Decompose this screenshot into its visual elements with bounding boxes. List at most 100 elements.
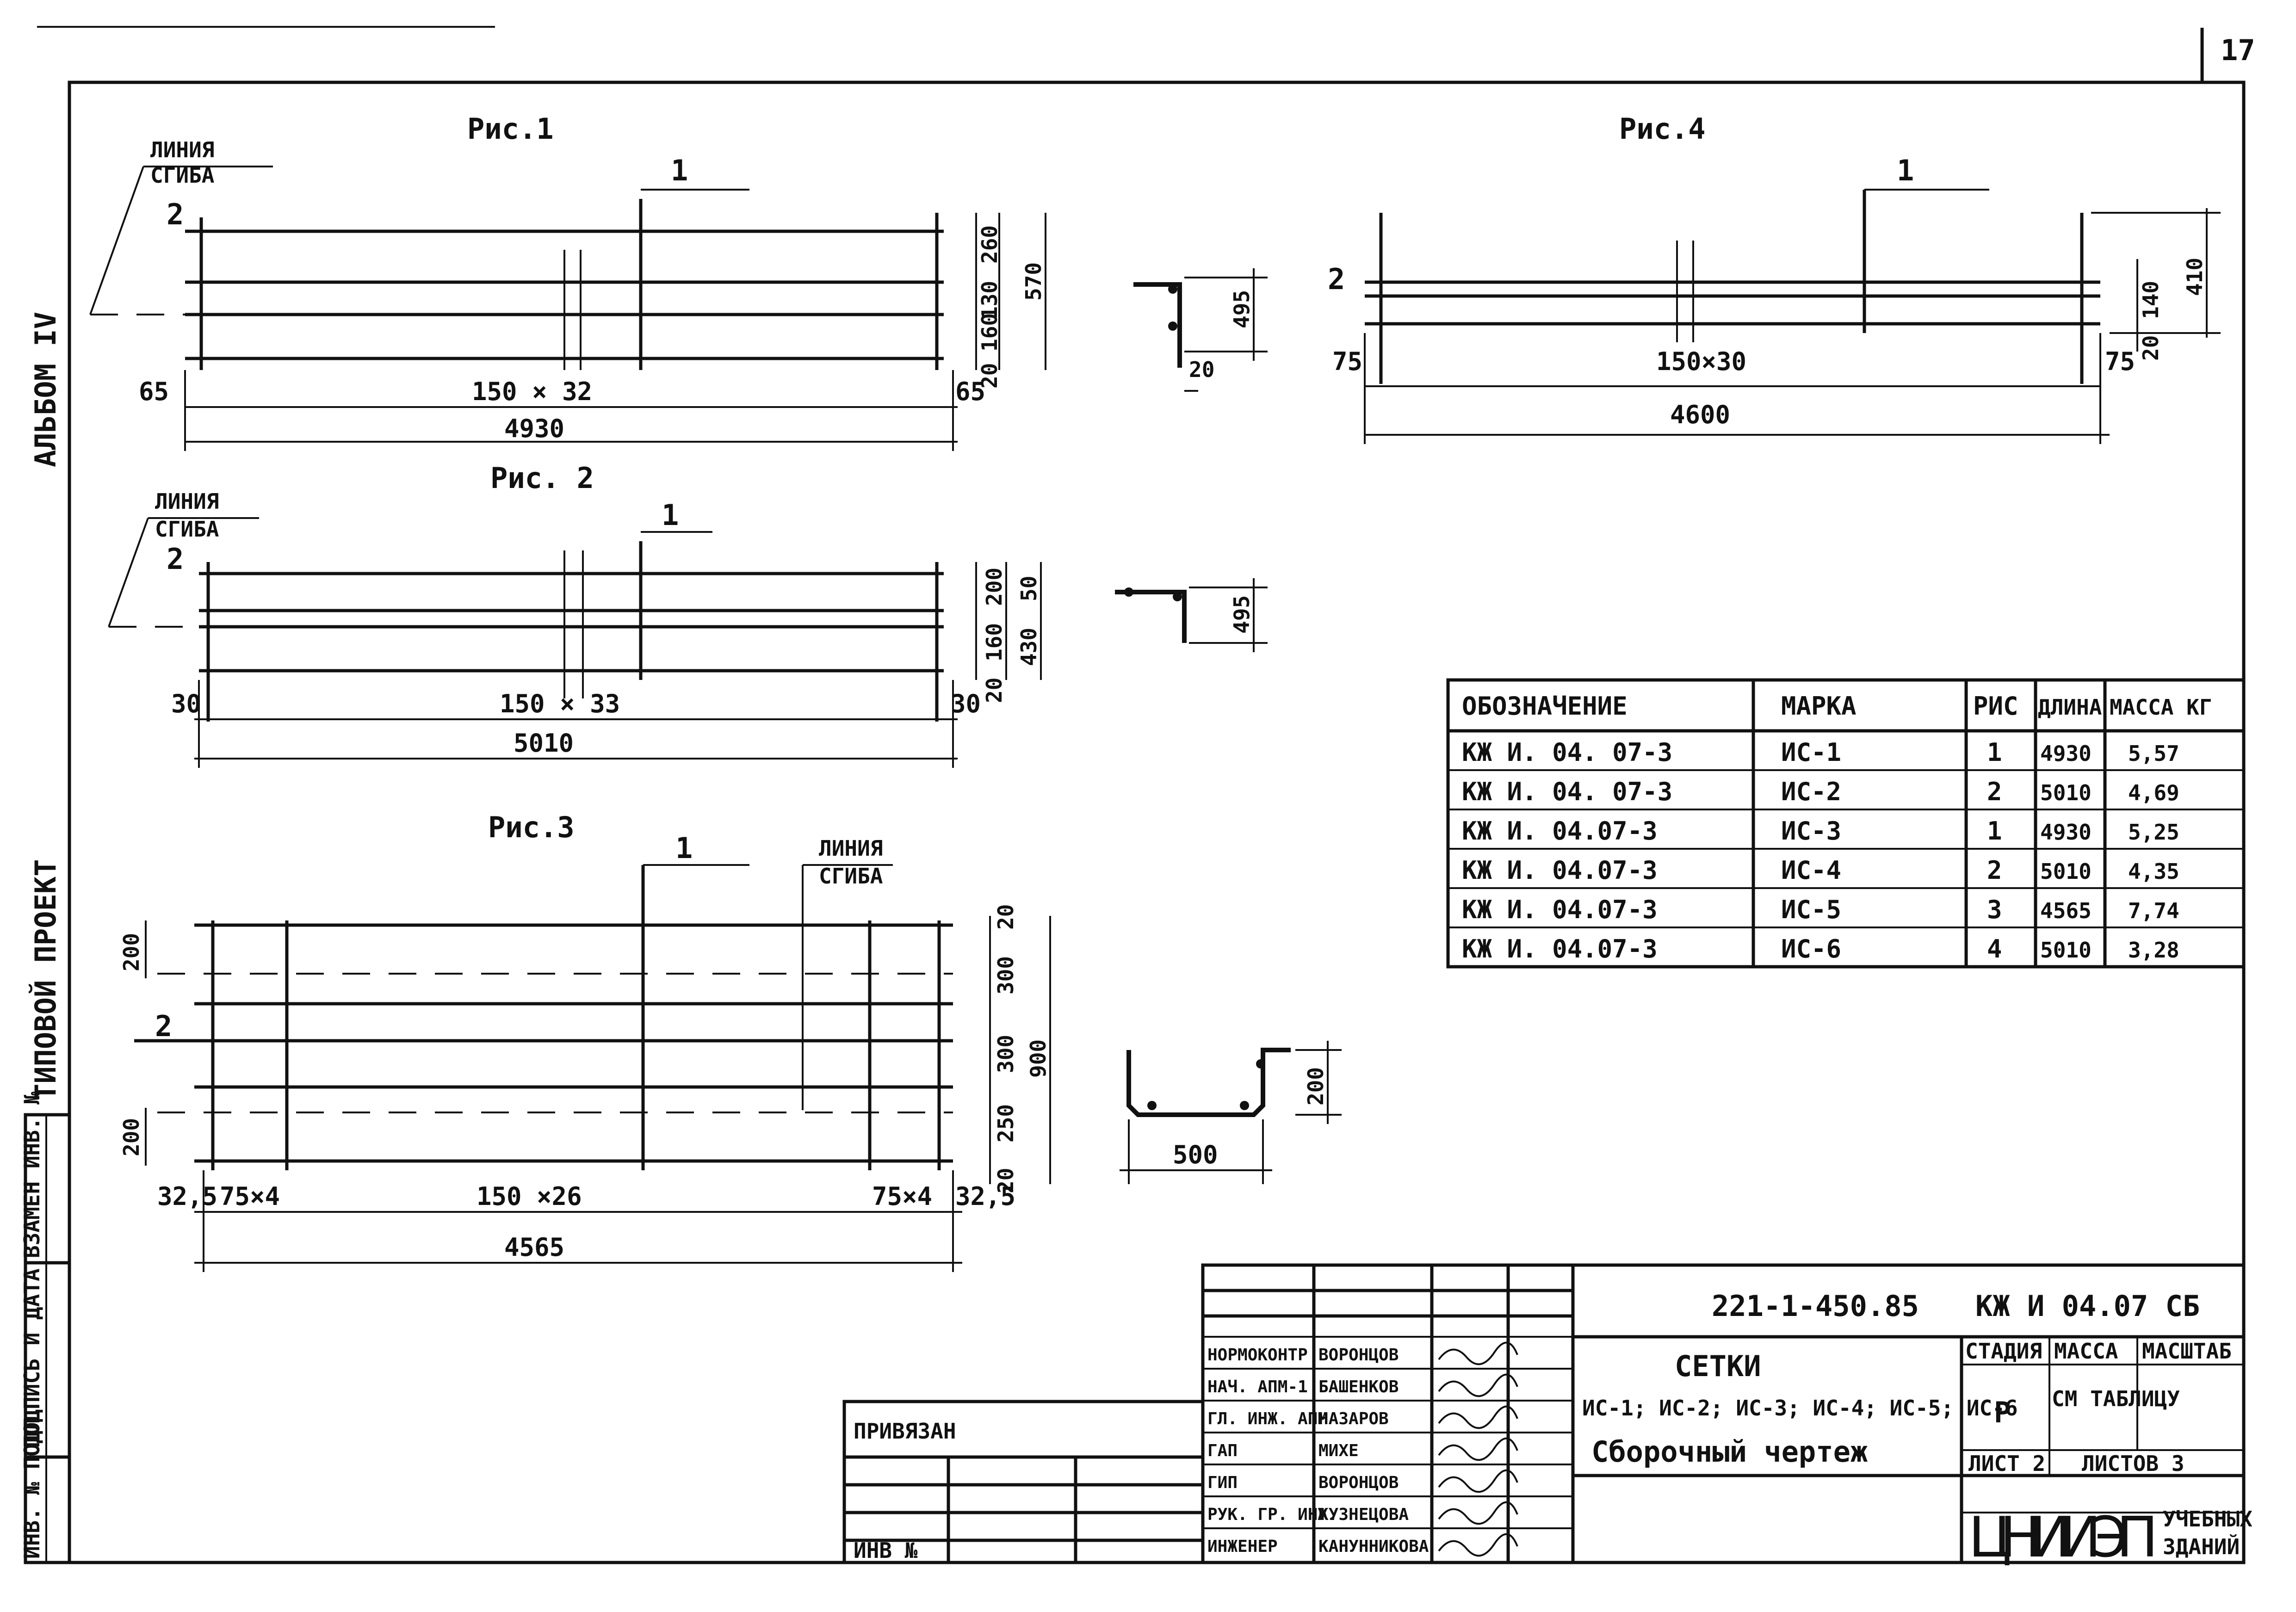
scale-header: МАСШТАБ bbox=[2142, 1339, 2232, 1364]
fig4-callout-2: 2 bbox=[1328, 262, 1345, 296]
signature-scribble bbox=[1438, 1341, 1518, 1365]
sheets-label: ЛИСТОВ 3 bbox=[2082, 1451, 2185, 1476]
spec-cell: 2 bbox=[1987, 856, 2002, 885]
fig1-dim-total: 4930 bbox=[504, 414, 564, 443]
sheet-label: ЛИСТ 2 bbox=[1968, 1451, 2045, 1476]
fig2-dim-h2: 160 bbox=[982, 623, 1007, 661]
signature-scribble bbox=[1438, 1373, 1518, 1397]
signoff-role: ГЛ. ИНЖ. АПМ bbox=[1207, 1409, 1328, 1428]
spec-cell: 4930 bbox=[2040, 741, 2092, 766]
spec-cell: 7,74 bbox=[2128, 898, 2179, 923]
section-2-bar-dot bbox=[1173, 592, 1182, 601]
project-label: ТИПОВОЙ ПРОЕКТ bbox=[29, 859, 62, 1101]
stamp-replaced-inv: ВЗАМЕН ИНВ. № bbox=[19, 1092, 44, 1258]
section-3-profile bbox=[1126, 1048, 1291, 1117]
spec-cell: ИС-2 bbox=[1781, 777, 1841, 806]
spec-cell: КЖ И. 04.07-3 bbox=[1462, 934, 1658, 963]
spec-header-designation: ОБОЗНАЧЕНИЕ bbox=[1462, 692, 1628, 721]
signoff-role: НАЧ. АПМ-1 bbox=[1207, 1377, 1308, 1396]
fig3-bend-label-2: СГИБА bbox=[819, 864, 883, 889]
fig3-dim-r1: 20 bbox=[993, 904, 1018, 930]
signoff-name: МИХЕ bbox=[1318, 1441, 1359, 1460]
signature-scribble bbox=[1438, 1533, 1518, 1557]
fig2-bend-leader bbox=[108, 518, 149, 627]
fig1-dim-spacing: 150 × 32 bbox=[472, 377, 592, 406]
title-line-3: Сборочный чертеж bbox=[1591, 1435, 1868, 1469]
spec-cell: ИС-6 bbox=[1781, 934, 1841, 963]
section-3: 500 200 bbox=[1120, 1041, 1342, 1184]
spec-cell: 5,57 bbox=[2128, 741, 2179, 766]
spec-cell: 4,69 bbox=[2128, 780, 2179, 805]
corner-number: 17 bbox=[2221, 33, 2255, 67]
fig2-dim-right: 30 bbox=[951, 689, 981, 718]
fig2-bend-label-2: СГИБА bbox=[155, 517, 219, 542]
spec-header-mass: МАССА КГ bbox=[2110, 695, 2212, 720]
section-2-profile bbox=[1115, 590, 1187, 643]
section-1-dim-h: 495 bbox=[1229, 290, 1254, 328]
fig3-dim-left: 32,5 bbox=[157, 1182, 217, 1211]
album-label: АЛЬБОМ IV bbox=[29, 312, 62, 467]
figure-3: Рис.3 ЛИНИЯ СГИБА 1 2 32,5 75×4 150 ×26 … bbox=[119, 810, 1051, 1272]
signoff-name: КАНУННИКОВА bbox=[1318, 1537, 1429, 1556]
title-line-1: СЕТКИ bbox=[1675, 1349, 1761, 1383]
fig3-dim-r4: 250 bbox=[993, 1104, 1018, 1143]
fig4-dim-h1: 140 bbox=[2138, 281, 2163, 319]
spec-cell: 5,25 bbox=[2128, 820, 2179, 845]
fig2-title: Рис. 2 bbox=[490, 461, 594, 495]
fig3-dim-l2: 200 bbox=[119, 1118, 144, 1156]
fig3-dim-right: 32,5 bbox=[955, 1182, 1015, 1211]
signoff-name: НАЗАРОВ bbox=[1318, 1409, 1389, 1428]
fig3-dim-l1: 200 bbox=[119, 933, 144, 971]
fig4-dim-left: 75 bbox=[1332, 347, 1362, 376]
section-1-bar-dot bbox=[1168, 321, 1177, 331]
fig1-callout-1: 1 bbox=[671, 154, 688, 187]
signoff-name: ВОРОНЦОВ bbox=[1318, 1346, 1399, 1365]
fig2-dim-h3: 20 bbox=[982, 678, 1007, 703]
fig3-dim-r2: 300 bbox=[993, 956, 1018, 994]
spec-header-fig: РИС bbox=[1973, 692, 2018, 721]
spec-cell: 4565 bbox=[2040, 898, 2092, 923]
stage-value: Р bbox=[1994, 1396, 2011, 1429]
spec-cell: КЖ И. 04. 07-3 bbox=[1462, 777, 1672, 806]
spec-cell: 4 bbox=[1987, 934, 2002, 963]
spec-cell: КЖ И. 04. 07-3 bbox=[1462, 738, 1672, 767]
section-3-bar-dot bbox=[1256, 1059, 1265, 1068]
project-code: 221-1-450.85 bbox=[1712, 1289, 1919, 1323]
fig1-dim-h2: 130 bbox=[977, 281, 1002, 319]
left-stamp-strip bbox=[24, 1113, 71, 1564]
signoff-role: РУК. ГР. ИНЖ. bbox=[1207, 1505, 1338, 1524]
fig4-dim-h2: 20 bbox=[2138, 335, 2163, 361]
title-line-2: ИС-1; ИС-2; ИС-3; ИС-4; ИС-5; ИС-6 bbox=[1582, 1396, 2018, 1421]
fig1-bend-leader bbox=[89, 166, 144, 315]
spec-cell: КЖ И. 04.07-3 bbox=[1462, 895, 1658, 924]
fig3-dim-spacing: 150 ×26 bbox=[477, 1182, 582, 1211]
figure-1: Рис.1 ЛИНИЯ СГИБА 1 2 65 150 × 32 65 493… bbox=[89, 112, 1046, 451]
spec-cell: ИС-4 bbox=[1781, 856, 1841, 885]
fig1-bend-label-1: ЛИНИЯ bbox=[150, 137, 214, 162]
signature-scribble bbox=[1438, 1405, 1518, 1429]
inv-label: ИНВ № bbox=[854, 1538, 918, 1563]
org-sub-1: УЧЕБНЫХ bbox=[2163, 1507, 2253, 1532]
fig3-dim-left-group: 75×4 bbox=[220, 1182, 280, 1211]
signature-scribble bbox=[1438, 1501, 1518, 1525]
section-2-bar-dot bbox=[1124, 587, 1133, 597]
spec-cell: 1 bbox=[1987, 738, 2002, 767]
fig2-callout-2: 2 bbox=[167, 542, 184, 576]
spec-table: ОБОЗНАЧЕНИЕ МАРКА РИС ДЛИНА МАССА КГ КЖ … bbox=[1446, 678, 2246, 969]
stamp-inv-original: ИНВ. № ПОДЛ. bbox=[19, 1405, 44, 1559]
spec-cell: 5010 bbox=[2040, 938, 2092, 963]
fig1-dim-h1: 260 bbox=[977, 225, 1002, 264]
section-1: 495 20 bbox=[1133, 268, 1268, 392]
section-3-dim-h: 200 bbox=[1303, 1067, 1328, 1106]
fig2-callout-1: 1 bbox=[662, 498, 679, 532]
spec-cell: 5010 bbox=[2040, 780, 2092, 805]
fig2-dim-left: 30 bbox=[171, 689, 201, 718]
section-2: 495 bbox=[1115, 578, 1268, 652]
fig1-callout-2: 2 bbox=[167, 198, 184, 231]
fig3-title: Рис.3 bbox=[488, 810, 575, 844]
sheet-frame bbox=[68, 80, 2246, 1564]
spec-cell: 1 bbox=[1987, 816, 2002, 846]
signoff-role: ГИП bbox=[1207, 1473, 1238, 1492]
doc-code: КЖ И 04.07 СБ bbox=[1975, 1289, 2200, 1323]
